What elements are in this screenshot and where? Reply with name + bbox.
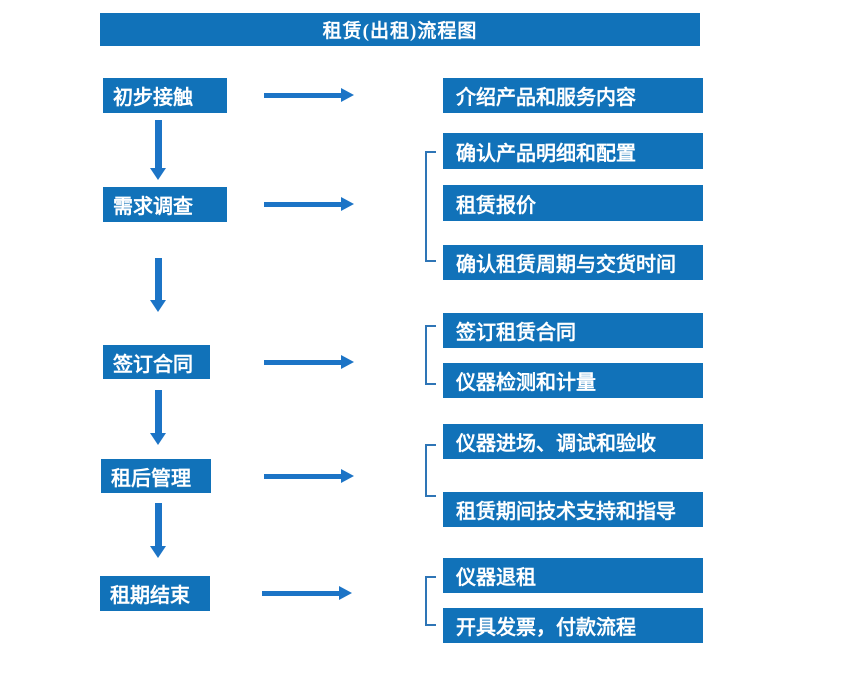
arrow-right-icon [264,469,354,484]
arrow-right-icon [264,197,354,212]
stage-box-initial-contact: 初步接触 [103,78,227,113]
output-box-rental-tech-support: 租赁期间技术支持和指导 [443,492,703,527]
stage-box-rental-end: 租期结束 [100,576,210,611]
stage-box-sign-contract: 签订合同 [103,345,210,379]
arrow-right-icon [264,355,354,370]
arrow-down-icon [150,120,167,180]
output-box-rental-quote: 租赁报价 [443,185,703,221]
output-box-confirm-rental-period: 确认租赁周期与交货时间 [443,245,703,280]
output-box-instrument-setup: 仪器进场、调试和验收 [443,424,703,459]
bracket-connector [425,444,436,497]
arrow-down-icon [150,258,167,312]
bracket-connector [425,325,436,385]
bracket-connector [425,576,436,626]
bracket-connector [425,151,436,262]
output-box-confirm-product-details: 确认产品明细和配置 [443,133,703,169]
arrow-right-icon [264,88,354,103]
output-box-invoice-payment: 开具发票，付款流程 [443,608,703,643]
arrow-right-icon [262,586,352,601]
stage-box-demand-survey: 需求调查 [103,187,227,222]
output-box-intro-products: 介绍产品和服务内容 [443,78,703,113]
arrow-down-icon [150,390,167,445]
arrow-down-icon [150,503,167,558]
stage-box-post-rental-management: 租后管理 [101,459,211,493]
output-box-instrument-inspection: 仪器检测和计量 [443,363,703,398]
output-box-sign-rental-contract: 签订租赁合同 [443,313,703,348]
output-box-instrument-return: 仪器退租 [443,558,703,593]
title-banner: 租赁(出租)流程图 [100,13,700,46]
